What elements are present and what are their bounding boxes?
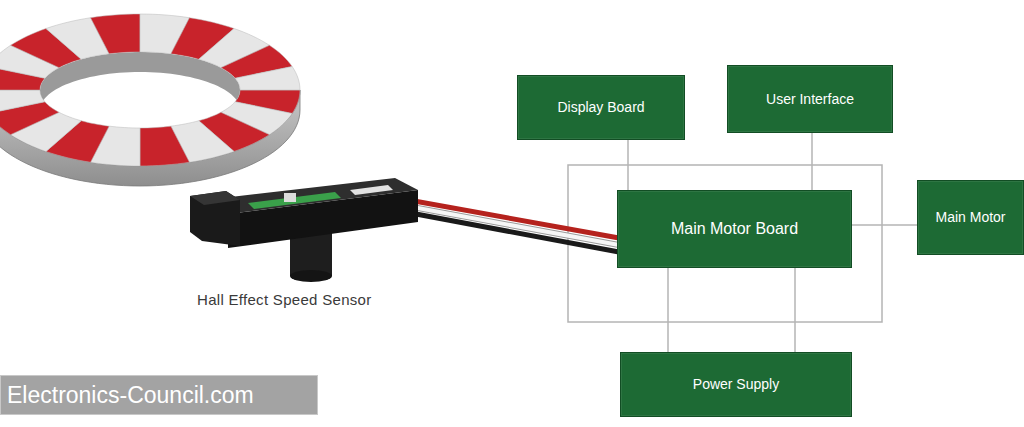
sensor-chip (284, 193, 296, 202)
component-box: Main Motor Board (617, 190, 852, 268)
ring-segment (0, 90, 45, 113)
white-wire (396, 204, 619, 245)
connector-line (627, 140, 629, 190)
sensor-insert (350, 185, 393, 195)
box-label: User Interface (766, 91, 854, 108)
connector-line (852, 224, 917, 226)
ring-segment (140, 126, 189, 166)
component-box: Power Supply (620, 352, 852, 417)
box-label: Main Motor (935, 209, 1005, 226)
sensor-cable (392, 197, 619, 252)
sensor-end-block (190, 191, 240, 246)
watermark: Electronics-Council.com (0, 375, 318, 415)
sensor-end-top (190, 191, 240, 205)
hall-sensor (190, 178, 418, 282)
connector-line (667, 268, 669, 352)
connector-line (811, 133, 813, 190)
box-label: Main Motor Board (671, 219, 798, 238)
connector-line (794, 268, 796, 352)
ring-segment (91, 14, 140, 54)
component-box: User Interface (727, 65, 893, 133)
ring-side (0, 90, 300, 186)
sensor-post-end (290, 270, 332, 282)
white-wire-edge (396, 204, 619, 245)
component-box: Display Board (517, 75, 685, 140)
ring-segment (235, 67, 300, 90)
ring-inner-wall (40, 52, 240, 110)
box-label: Display Board (557, 99, 644, 116)
part-name: Hall Effect Speed Sensor (197, 291, 372, 308)
component-box: Main Motor (917, 180, 1024, 255)
ring-magnet (0, 14, 300, 186)
sensor-pcb (248, 192, 341, 209)
box-label: Power Supply (693, 376, 779, 393)
black-wire (400, 211, 619, 252)
